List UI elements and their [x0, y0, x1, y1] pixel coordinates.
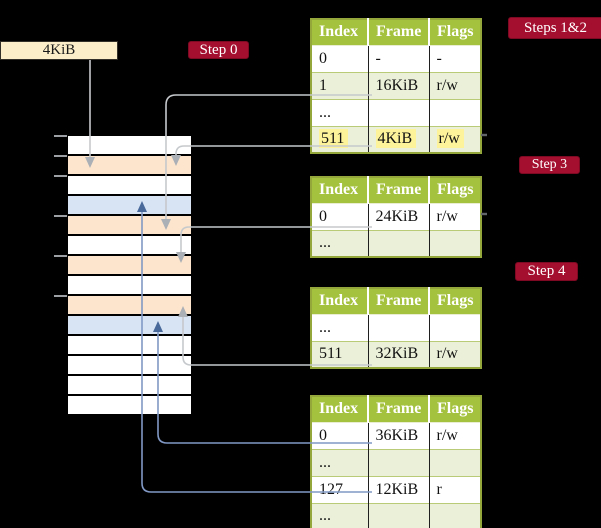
memory-tick — [54, 295, 67, 297]
cell: ... — [311, 98, 368, 126]
memory-row — [68, 276, 191, 294]
memory-row — [68, 176, 191, 194]
cell: 24KiB — [367, 202, 429, 230]
cell: 0 — [311, 202, 368, 230]
cell: 32KiB — [367, 340, 429, 368]
cell — [428, 448, 481, 476]
table-header-row: Index Frame Flags — [311, 19, 481, 46]
cell — [428, 98, 481, 126]
memory-row — [68, 396, 191, 414]
cell: ... — [311, 313, 368, 341]
cell — [367, 98, 429, 126]
cell: r/w — [428, 421, 481, 449]
cell: 0 — [311, 421, 368, 449]
step-3-badge: Step 3 — [519, 156, 580, 174]
cell: 0 — [311, 44, 368, 72]
page-table-1: Index Frame Flags 0 - - 1 16KiB r/w ... … — [310, 18, 482, 154]
cell — [367, 229, 429, 257]
memory-row — [68, 336, 191, 354]
cell — [428, 229, 481, 257]
col-header-index: Index — [311, 396, 368, 423]
cell: - — [428, 44, 481, 72]
memory-tick — [54, 215, 67, 217]
cell — [367, 448, 429, 476]
col-header-frame: Frame — [367, 396, 429, 423]
col-header-index: Index — [311, 19, 368, 46]
table-row: ... — [311, 448, 481, 476]
cell: 511 — [311, 340, 368, 368]
col-header-frame: Frame — [367, 19, 429, 46]
table-row: ... — [311, 502, 481, 528]
highlighted-value: 511 — [319, 129, 349, 149]
page-size-box: 4KiB — [0, 41, 118, 60]
memory-strip — [68, 136, 191, 416]
col-header-flags: Flags — [428, 396, 481, 423]
table-row: 0 36KiB r/w — [311, 421, 481, 449]
table-header-row: Index Frame Flags — [311, 288, 481, 315]
memory-row — [68, 196, 191, 214]
steps-1-2-badge: Steps 1&2 — [508, 17, 601, 39]
table-row: 0 - - — [311, 44, 481, 72]
cell — [428, 313, 481, 341]
cell: r/w — [428, 340, 481, 368]
table-header-row: Index Frame Flags — [311, 177, 481, 204]
cell: 36KiB — [367, 421, 429, 449]
table-row: 511 32KiB r/w — [311, 340, 481, 368]
table-row: 127 12KiB r — [311, 475, 481, 503]
cell — [367, 313, 429, 341]
cell: ... — [311, 448, 368, 476]
table-row: 1 16KiB r/w — [311, 71, 481, 99]
cell: r/w — [428, 202, 481, 230]
page-size-label: 4KiB — [42, 42, 76, 58]
cell: 4KiB — [367, 125, 429, 153]
col-header-flags: Flags — [428, 177, 481, 204]
memory-row — [68, 216, 191, 234]
memory-row — [68, 316, 191, 334]
memory-tick — [54, 155, 67, 157]
highlighted-value: r/w — [436, 129, 464, 149]
memory-row — [68, 256, 191, 274]
cell: ... — [311, 229, 368, 257]
cell: r/w — [428, 71, 481, 99]
table-row: ... — [311, 313, 481, 341]
memory-tick — [54, 175, 67, 177]
memory-row — [68, 156, 191, 174]
col-header-frame: Frame — [367, 288, 429, 315]
col-header-index: Index — [311, 177, 368, 204]
memory-tick — [54, 135, 67, 137]
memory-row — [68, 236, 191, 254]
memory-row — [68, 136, 191, 154]
cell: 1 — [311, 71, 368, 99]
table-row: 0 24KiB r/w — [311, 202, 481, 230]
cell — [428, 502, 481, 528]
cell: 12KiB — [367, 475, 429, 503]
page-table-2: Index Frame Flags 0 24KiB r/w ... — [310, 176, 482, 258]
highlighted-value: 4KiB — [375, 129, 417, 149]
table-row: ... — [311, 229, 481, 257]
step-0-badge: Step 0 — [188, 41, 249, 59]
col-header-index: Index — [311, 288, 368, 315]
step-4-badge: Step 4 — [515, 262, 578, 281]
table-header-row: Index Frame Flags — [311, 396, 481, 423]
page-table-3: Index Frame Flags ... 511 32KiB r/w — [310, 287, 482, 369]
memory-tick — [54, 255, 67, 257]
cell: 127 — [311, 475, 368, 503]
cell: 511 — [311, 125, 368, 153]
memory-row — [68, 296, 191, 314]
table-row-highlighted: 511 4KiB r/w — [311, 125, 481, 153]
col-header-flags: Flags — [428, 288, 481, 315]
memory-row — [68, 376, 191, 394]
memory-row — [68, 356, 191, 374]
cell: - — [367, 44, 429, 72]
col-header-flags: Flags — [428, 19, 481, 46]
table-row: ... — [311, 98, 481, 126]
cell: 16KiB — [367, 71, 429, 99]
col-header-frame: Frame — [367, 177, 429, 204]
cell — [367, 502, 429, 528]
cell: r/w — [428, 125, 481, 153]
page-table-4: Index Frame Flags 0 36KiB r/w ... 127 12… — [310, 395, 482, 528]
cell: ... — [311, 502, 368, 528]
cell: r — [428, 475, 481, 503]
